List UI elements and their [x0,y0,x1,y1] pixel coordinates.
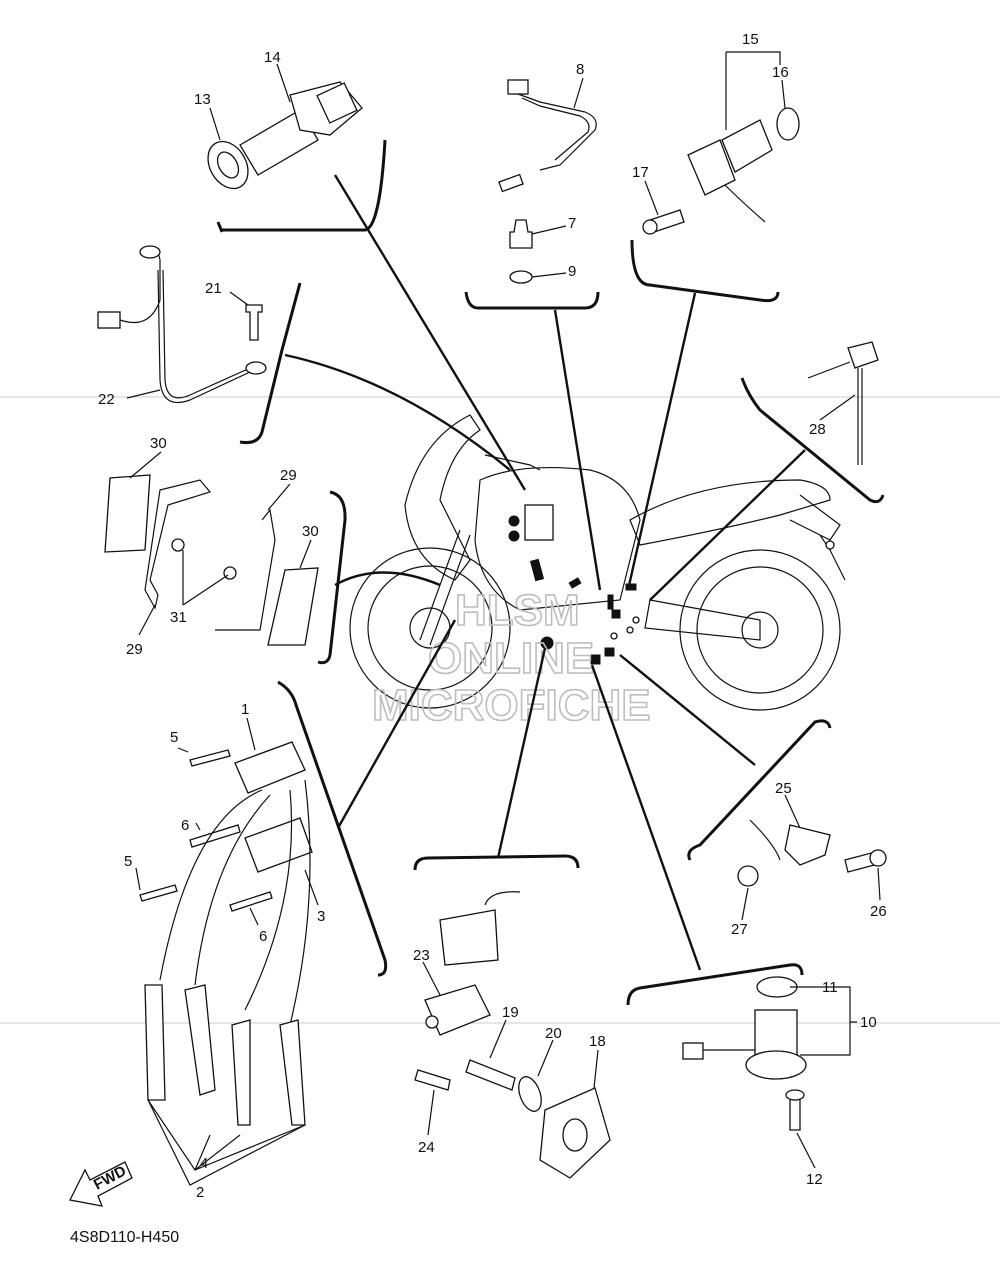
callout-6-upper: 6 [181,817,189,834]
callout-9: 9 [568,263,576,280]
callout-7: 7 [568,215,576,232]
earth-lead-assembly [97,245,267,404]
callout-30-left: 30 [150,435,167,452]
callout-21: 21 [205,280,222,297]
callout-26: 26 [870,903,887,920]
washer-20 [518,1076,542,1112]
speed-sensor-assembly [642,51,800,235]
speed-sensor-15 [721,119,773,173]
bolt-19 [465,1059,516,1091]
callout-12: 12 [806,1171,823,1188]
bolt-6-upper [189,824,241,848]
watermark-line-3: MICROFICHE [372,681,651,730]
nut-27 [737,865,759,887]
reflector-30-right [267,567,319,646]
callout-13: 13 [194,91,211,108]
sidestand-switch [807,341,879,465]
callout-1: 1 [241,701,249,718]
sensor-assembly-25 [737,819,887,887]
callout-6-lower: 6 [259,928,267,945]
o-ring-16 [776,107,800,141]
thermo-unit-assembly [207,81,363,190]
sensor-25 [784,824,831,866]
callout-29-left: 29 [126,641,143,658]
ignition-coil-1 [234,741,306,794]
callout-15: 15 [742,31,759,48]
callout-2: 2 [196,1184,204,1201]
watermark-line-1: HLSM [455,586,580,635]
callout-27: 27 [731,921,748,938]
diagram-code: 4S8D110-H450 [70,1229,179,1246]
callout-23: 23 [413,947,430,964]
callout-19: 19 [502,1004,519,1021]
callout-4: 4 [200,1155,208,1172]
ignition-coil-3 [244,817,313,873]
callout-24: 24 [418,1139,435,1156]
plug-cap-2c [231,1019,251,1126]
callout-3: 3 [317,908,325,925]
reflector-assembly [104,474,319,646]
connector-22 [97,311,121,329]
group-frames [216,139,885,1006]
callout-17: 17 [632,164,649,181]
neutral-switch-7 [509,219,533,249]
callout-30-right: 30 [302,523,319,540]
callout-16: 16 [772,64,789,81]
plug-cap-2a [144,984,166,1101]
callout-5-lower: 5 [124,853,132,870]
callout-29-right: 29 [280,467,297,484]
callout-20: 20 [545,1025,562,1042]
callout-25: 25 [775,780,792,797]
callout-28: 28 [809,421,826,438]
callout-22: 22 [98,391,115,408]
callout-31: 31 [170,609,187,626]
callout-18: 18 [589,1033,606,1050]
callout-5-upper: 5 [170,729,178,746]
bolt-21 [245,304,263,341]
ignition-coil-assembly [139,741,313,1186]
bolt-5-lower [139,884,178,902]
neutral-switch-assembly [498,79,597,284]
bracket-29-left [144,479,212,610]
reflector-30-left [104,474,151,553]
plug-cap-2b [184,984,216,1096]
motorcycle-outline [349,414,846,711]
screw-24 [414,1069,451,1091]
bolt-6-lower [229,891,273,912]
watermark-line-2: ONLINE [428,634,594,683]
fwd-arrow-icon: FWD [69,1161,133,1207]
lead-connector-8 [507,79,529,95]
callout-14: 14 [264,49,281,66]
pickup-coil-assembly [414,891,611,1179]
plug-cap-2d [279,1019,306,1126]
callout-leaders [126,63,881,1169]
callout-11: 11 [822,979,838,996]
bolt-5-upper [189,749,231,767]
fuel-sender-assembly [682,976,857,1131]
watermark: HLSM ONLINE MICROFICHE [371,585,651,731]
callout-8: 8 [576,61,584,78]
callout-10: 10 [860,1014,877,1031]
callout-labels: 14 13 8 7 9 15 16 17 21 22 28 30 29 30 3… [98,31,887,1201]
gasket-9 [509,270,533,284]
